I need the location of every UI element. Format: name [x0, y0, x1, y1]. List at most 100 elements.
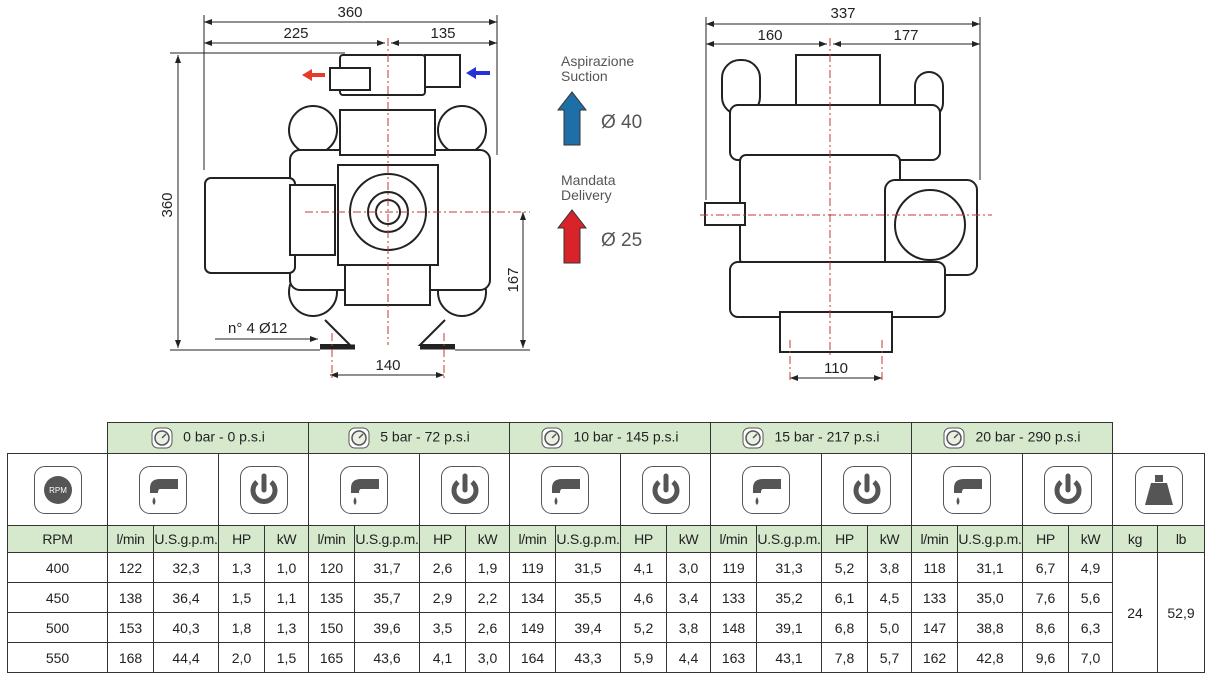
flow-lmin-value: 148 — [710, 612, 757, 643]
pressure-header: 20 bar - 290 p.s.i — [911, 422, 1113, 454]
port-legend: Aspirazione Suction Ø 40 Mandata Deliver… — [556, 53, 642, 264]
pressure-header: 15 bar - 217 p.s.i — [710, 422, 912, 454]
power-icon-cell — [218, 453, 309, 526]
pressure-label: 20 bar - 290 p.s.i — [975, 428, 1081, 445]
header-lmin: l/min — [710, 525, 757, 553]
header-kw: kW — [264, 525, 309, 553]
flow-usgpm-value: 44,4 — [153, 642, 219, 673]
pressure-label: 0 bar - 0 p.s.i — [183, 428, 265, 445]
flow-usgpm-value: 43,1 — [756, 642, 822, 673]
tap-flow-icon-box — [541, 465, 589, 514]
flow-lmin-value: 120 — [308, 552, 355, 583]
rpm-icon-box: RPM — [33, 465, 82, 514]
dim-front-left: 225 — [283, 25, 308, 42]
flow-lmin-value: 133 — [911, 582, 958, 613]
header-kw: kW — [867, 525, 912, 553]
mounting-holes-label: n° 4 Ø12 — [228, 320, 287, 337]
header-lmin: l/min — [911, 525, 958, 553]
flow-lmin-value: 133 — [710, 582, 757, 613]
power-hp-value: 4,1 — [620, 552, 667, 583]
rpm-icon-cell: RPM — [7, 453, 108, 526]
header-usgpm: U.S.g.p.m. — [555, 525, 621, 553]
flow-lmin-value: 119 — [509, 552, 556, 583]
delivery-arrow-icon — [556, 209, 588, 264]
power-kw-value: 1,0 — [264, 552, 309, 583]
power-icon — [1049, 471, 1087, 512]
dim-side-base: 110 — [824, 360, 848, 377]
flow-icon-cell — [710, 453, 822, 526]
delivery-label-it: Mandata — [561, 172, 616, 188]
header-lmin: l/min — [509, 525, 556, 553]
header-hp: HP — [218, 525, 265, 553]
icon-row: RPM — [7, 453, 1205, 526]
flow-usgpm-value: 31,3 — [756, 552, 822, 583]
header-kw: kW — [1068, 525, 1113, 553]
pressure-gauge-icon — [943, 427, 975, 449]
blank-cell — [7, 422, 108, 454]
rpm-value: 550 — [7, 642, 108, 673]
power-icon — [647, 471, 685, 512]
flow-icon-cell — [308, 453, 420, 526]
header-lb: lb — [1157, 525, 1205, 553]
delivery-outlet-arrow-icon — [302, 69, 325, 81]
power-kw-value: 3,0 — [465, 642, 510, 673]
header-hp: HP — [821, 525, 868, 553]
header-rpm: RPM — [7, 525, 108, 553]
power-kw-value: 3,0 — [666, 552, 711, 583]
power-icon-cell — [620, 453, 711, 526]
power-hp-value: 9,6 — [1022, 642, 1069, 673]
power-icon-box — [1043, 465, 1092, 514]
power-kw-value: 4,4 — [666, 642, 711, 673]
power-hp-value: 1,3 — [218, 552, 265, 583]
flow-lmin-value: 122 — [107, 552, 154, 583]
power-icon-box — [641, 465, 690, 514]
side-dimension-lines — [705, 17, 981, 381]
power-icon-box — [239, 465, 288, 514]
suction-diameter: Ø 40 — [601, 112, 642, 133]
dim-front-height: 360 — [159, 192, 176, 217]
flow-lmin-value: 135 — [308, 582, 355, 613]
flow-lmin-value: 119 — [710, 552, 757, 583]
power-icon-cell — [821, 453, 912, 526]
tap-flow-icon — [747, 471, 785, 512]
power-icon-box — [440, 465, 489, 514]
flow-usgpm-value: 35,2 — [756, 582, 822, 613]
flow-lmin-value: 147 — [911, 612, 958, 643]
power-kw-value: 6,3 — [1068, 612, 1113, 643]
delivery-diameter: Ø 25 — [601, 230, 642, 251]
pressure-header: 5 bar - 72 p.s.i — [308, 422, 510, 454]
dim-side-left: 160 — [757, 27, 782, 44]
pressure-header: 10 bar - 145 p.s.i — [509, 422, 711, 454]
power-hp-value: 8,6 — [1022, 612, 1069, 643]
power-icon-box — [842, 465, 891, 514]
power-kw-value: 3,8 — [666, 612, 711, 643]
rpm-value: 450 — [7, 582, 108, 613]
power-icon — [848, 471, 886, 512]
weight-icon-cell — [1112, 453, 1205, 526]
flow-lmin-value: 118 — [911, 552, 958, 583]
header-hp: HP — [1022, 525, 1069, 553]
flow-usgpm-value: 43,6 — [354, 642, 420, 673]
dim-front-right: 135 — [430, 25, 455, 42]
flow-usgpm-value: 42,8 — [957, 642, 1023, 673]
power-hp-value: 2,0 — [218, 642, 265, 673]
suction-label-en: Suction — [561, 68, 608, 84]
power-kw-value: 1,3 — [264, 612, 309, 643]
tap-flow-icon — [546, 471, 584, 512]
power-hp-value: 4,6 — [620, 582, 667, 613]
front-dimension-lines — [170, 15, 530, 378]
flow-lmin-value: 138 — [107, 582, 154, 613]
power-hp-value: 5,2 — [620, 612, 667, 643]
power-kw-value: 3,4 — [666, 582, 711, 613]
power-kw-value: 1,5 — [264, 642, 309, 673]
rpm-value: 500 — [7, 612, 108, 643]
power-kw-value: 5,0 — [867, 612, 912, 643]
dim-side-right: 177 — [893, 27, 918, 44]
power-icon-cell — [1022, 453, 1113, 526]
power-hp-value: 5,2 — [821, 552, 868, 583]
power-kw-value: 2,2 — [465, 582, 510, 613]
flow-usgpm-value: 32,3 — [153, 552, 219, 583]
header-hp: HP — [620, 525, 667, 553]
technical-drawings: 360 225 135 360 167 140 n° 4 Ø12 Aspiraz… — [159, 4, 992, 382]
